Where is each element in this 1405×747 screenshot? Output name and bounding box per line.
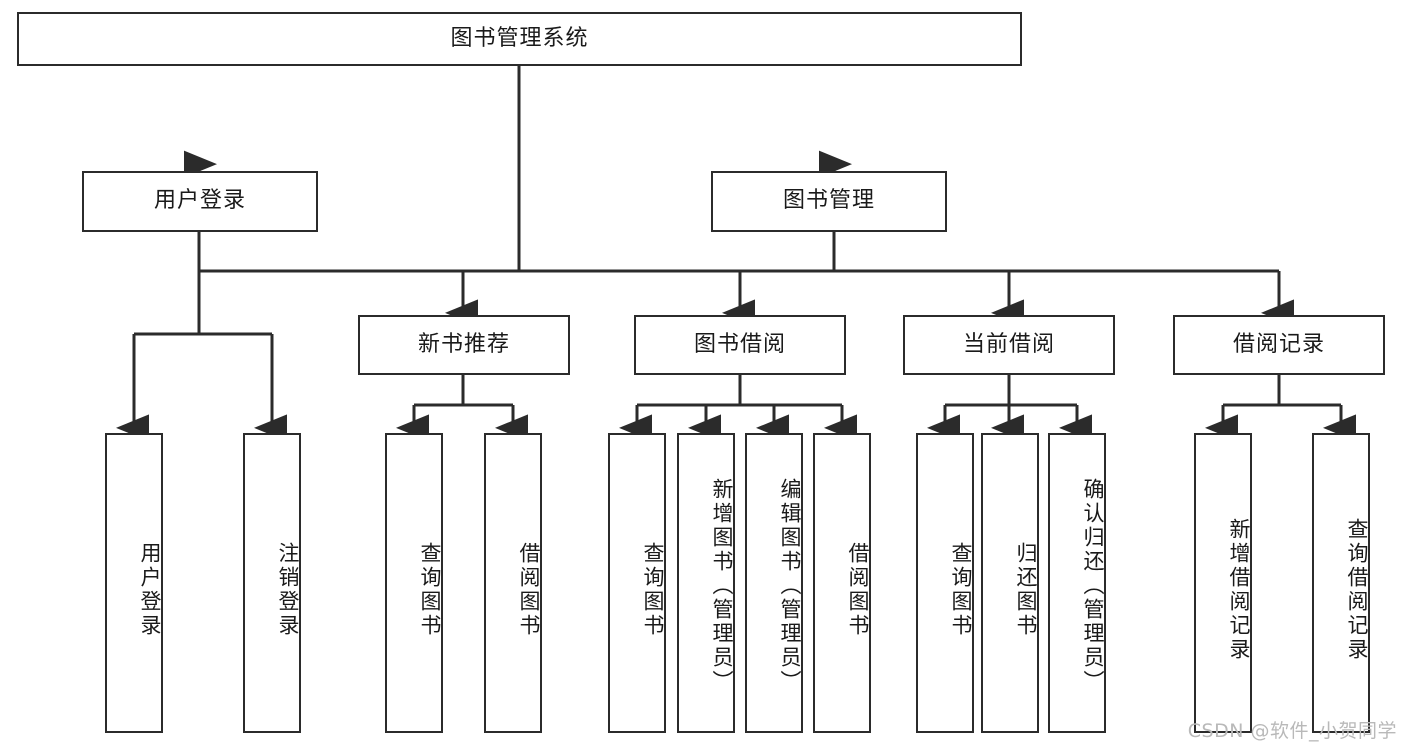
node-root-system[interactable]: 图书管理系统	[17, 12, 1022, 66]
node-label: 查询图书	[418, 542, 442, 638]
leaf-book-borrow-edit[interactable]: 编辑图书（管理员）	[745, 433, 803, 733]
leaf-book-borrow-query[interactable]: 查询图书	[608, 433, 666, 733]
node-label: 查询图书	[949, 542, 973, 638]
node-new-book-recommend[interactable]: 新书推荐	[358, 315, 570, 375]
leaf-book-borrow-add[interactable]: 新增图书（管理员）	[677, 433, 735, 733]
leaf-new-book-query[interactable]: 查询图书	[385, 433, 443, 733]
node-label: 图书管理系统	[450, 25, 589, 51]
node-borrow-records[interactable]: 借阅记录	[1173, 315, 1385, 375]
node-user-login[interactable]: 用户登录	[82, 171, 318, 232]
node-label: 借阅图书	[517, 542, 541, 638]
node-current-borrow[interactable]: 当前借阅	[903, 315, 1115, 375]
node-label: 查询图书	[641, 542, 665, 638]
leaf-current-borrow-return[interactable]: 归还图书	[981, 433, 1039, 733]
leaf-current-borrow-confirm-return[interactable]: 确认归还（管理员）	[1048, 433, 1106, 733]
node-label: 注销登录	[276, 542, 300, 638]
node-label: 借阅图书	[846, 542, 870, 638]
node-label: 图书借阅	[693, 331, 786, 357]
leaf-user-login-login[interactable]: 用户登录	[105, 433, 163, 733]
node-label: 图书管理	[782, 188, 875, 214]
leaf-user-login-logout[interactable]: 注销登录	[243, 433, 301, 733]
node-label: 用户登录	[153, 188, 246, 214]
node-label: 新增借阅记录	[1227, 518, 1251, 662]
leaf-current-borrow-query[interactable]: 查询图书	[916, 433, 974, 733]
node-label: 借阅记录	[1232, 331, 1325, 357]
leaf-new-book-borrow[interactable]: 借阅图书	[484, 433, 542, 733]
node-label: 新书推荐	[417, 331, 510, 357]
leaf-book-borrow-borrow[interactable]: 借阅图书	[813, 433, 871, 733]
node-label: 当前借阅	[962, 331, 1055, 357]
node-label: 用户登录	[138, 542, 162, 638]
node-book-borrow[interactable]: 图书借阅	[634, 315, 846, 375]
node-book-management[interactable]: 图书管理	[711, 171, 947, 232]
node-label: 新增图书（管理员）	[710, 478, 734, 694]
leaf-borrow-record-add[interactable]: 新增借阅记录	[1194, 433, 1252, 733]
node-label: 归还图书	[1014, 542, 1038, 638]
node-label: 编辑图书（管理员）	[778, 478, 802, 694]
node-label: 查询借阅记录	[1345, 518, 1369, 662]
node-label: 确认归还（管理员）	[1081, 478, 1105, 694]
leaf-borrow-record-query[interactable]: 查询借阅记录	[1312, 433, 1370, 733]
